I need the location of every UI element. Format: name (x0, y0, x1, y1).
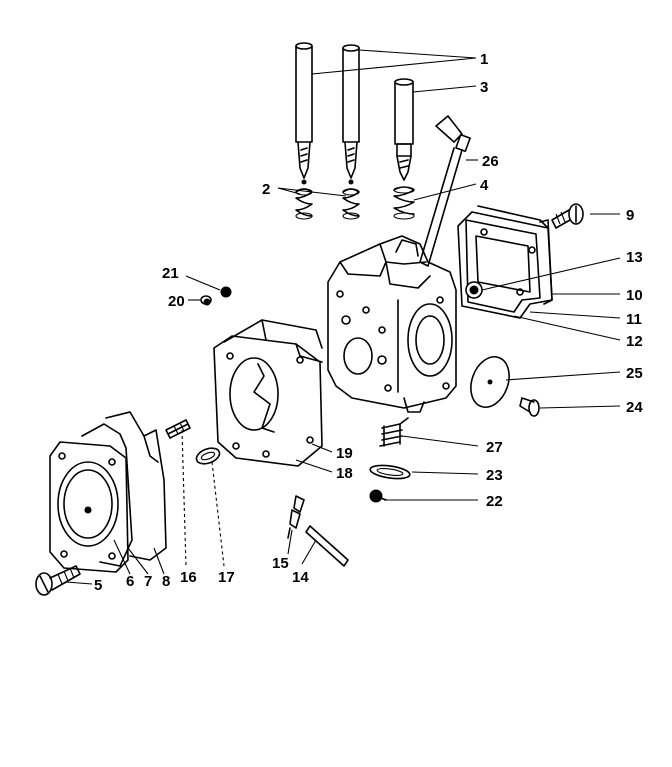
callout-20: 20 (168, 293, 185, 310)
needle-middle (342, 44, 360, 185)
pin-14 (305, 525, 349, 567)
lever-23 (369, 464, 411, 480)
callout-24: 24 (626, 399, 643, 416)
metering-body (213, 319, 323, 467)
screw-9 (551, 203, 584, 229)
callout-23: 23 (486, 467, 503, 484)
diaphragm-cover-6 (49, 441, 129, 573)
part-20 (200, 295, 212, 306)
inlet-needle-15 (287, 495, 305, 539)
callout-21: 21 (162, 265, 179, 282)
callout-10: 10 (626, 287, 643, 304)
needle-left (295, 42, 313, 185)
throttle-shaft (419, 115, 471, 267)
callout-6: 6 (126, 573, 134, 590)
callout-4: 4 (480, 177, 489, 194)
spring-16 (165, 419, 191, 439)
callout-15: 15 (272, 555, 289, 572)
callout-27: 27 (486, 439, 503, 456)
spring-27 (379, 417, 409, 447)
callout-22: 22 (486, 493, 503, 510)
callout-13: 13 (626, 249, 643, 266)
callout-17: 17 (218, 569, 235, 586)
callout-1: 1 (480, 51, 488, 68)
leader-lines (65, 49, 621, 585)
screw-22 (369, 489, 387, 503)
callout-16: 16 (180, 569, 197, 586)
screw-24 (519, 397, 540, 417)
spring-middle (342, 188, 360, 220)
spring-left (295, 188, 313, 220)
callout-3: 3 (480, 79, 488, 96)
callout-19: 19 (336, 445, 353, 462)
callout-11: 11 (626, 311, 642, 328)
carburetor-body (327, 235, 457, 413)
part-21 (220, 286, 232, 298)
fuel-pump-assembly (457, 205, 553, 319)
callout-9: 9 (626, 207, 634, 224)
spring-right (393, 186, 415, 220)
callout-25: 25 (626, 365, 643, 382)
callout-14: 14 (292, 569, 309, 586)
diaphragm-gasket-8 (105, 411, 167, 561)
washer-25 (470, 356, 510, 408)
callout-18: 18 (336, 465, 353, 482)
check-valve-17 (195, 447, 221, 465)
needle-right (394, 78, 414, 181)
callout-2: 2 (262, 181, 270, 198)
callout-labels: 1 2 3 4 5 6 7 8 9 10 11 12 13 14 15 16 1… (94, 51, 643, 594)
screw-5 (35, 565, 81, 596)
diaphragm-7 (81, 423, 133, 567)
callout-5: 5 (94, 577, 102, 594)
callout-8: 8 (162, 573, 170, 590)
callout-7: 7 (144, 573, 152, 590)
callout-26: 26 (482, 153, 499, 170)
callout-12: 12 (626, 333, 643, 350)
